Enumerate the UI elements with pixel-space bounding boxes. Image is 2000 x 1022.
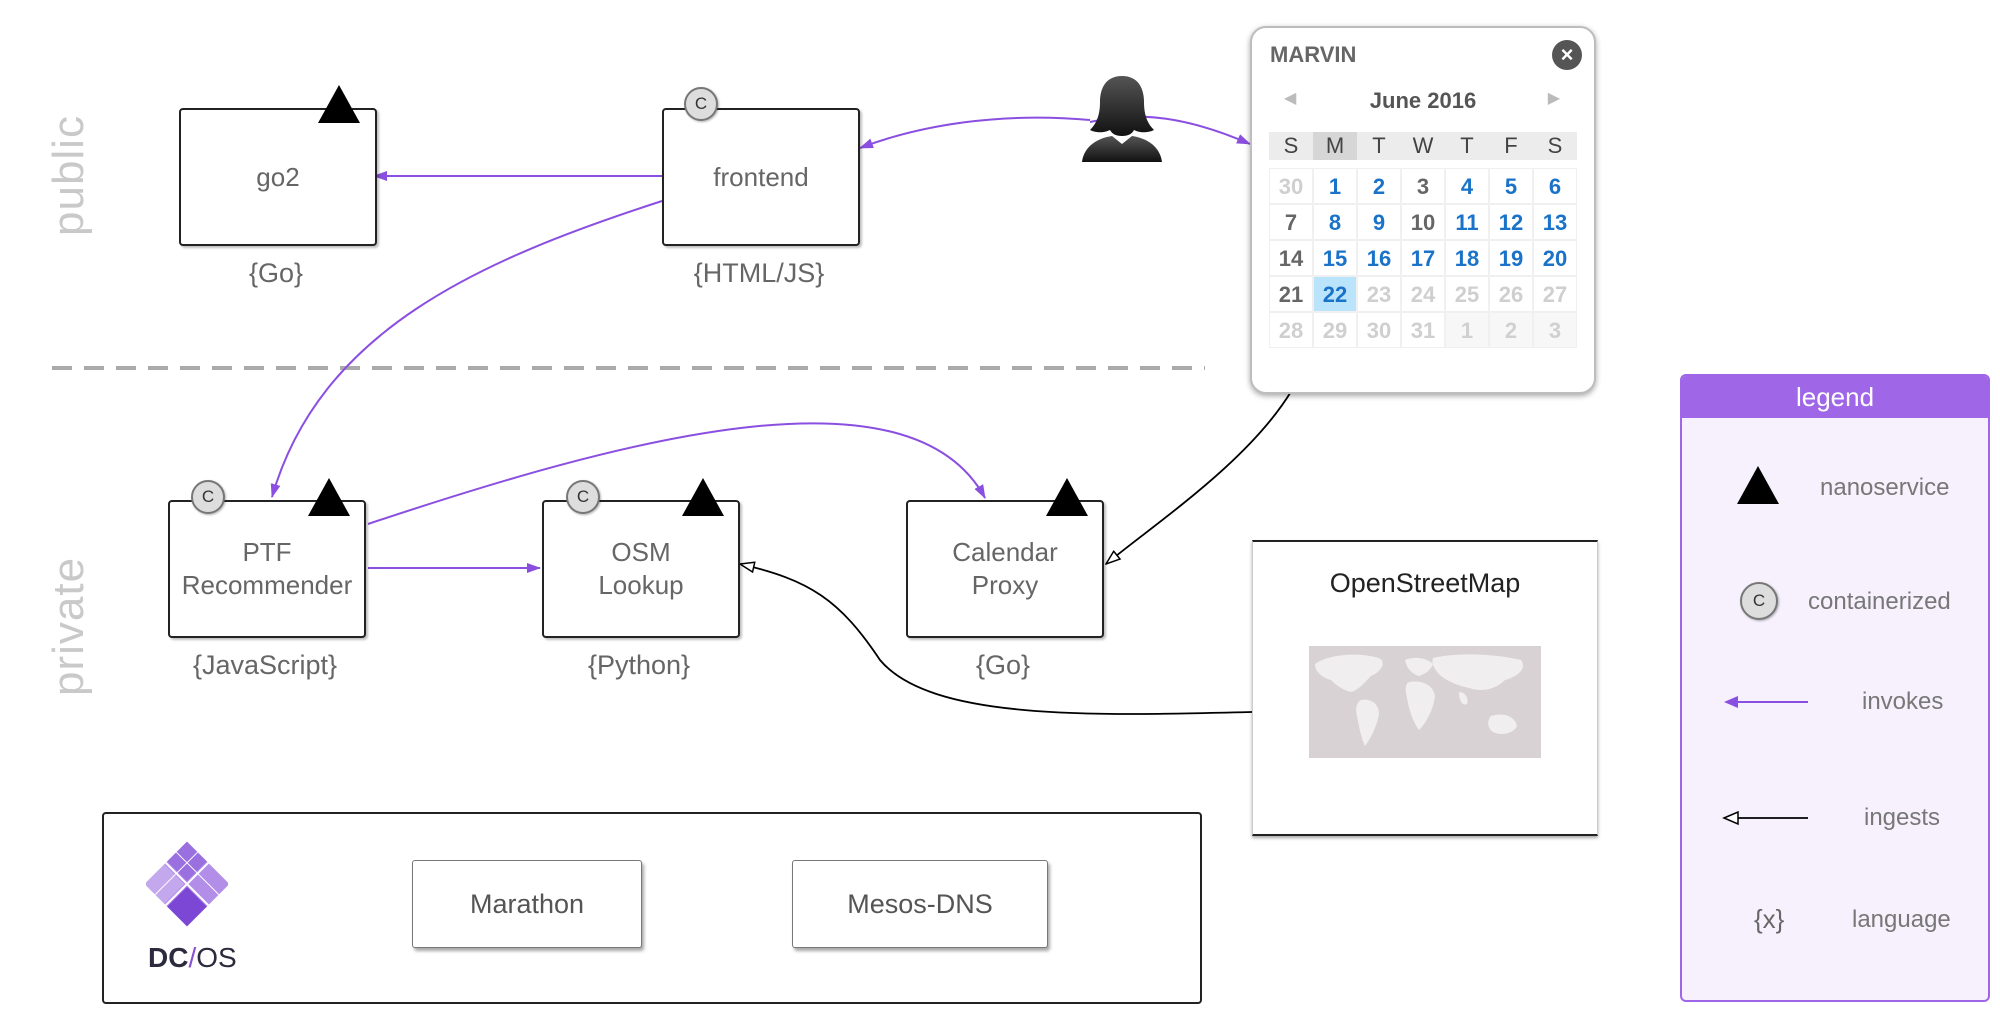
calendar-day[interactable]: 14 xyxy=(1269,240,1313,276)
calendar-day[interactable]: 25 xyxy=(1445,276,1489,312)
calendar-day[interactable]: 3 xyxy=(1533,312,1577,348)
service-osm-lookup[interactable]: OSM Lookup xyxy=(542,500,740,638)
service-osm-language: {Python} xyxy=(587,650,691,680)
calendar-day[interactable]: 18 xyxy=(1445,240,1489,276)
legend-title: legend xyxy=(1682,376,1988,418)
service-ptf-name: PTF Recommender xyxy=(181,537,353,600)
calendar-day[interactable]: 30 xyxy=(1357,312,1401,348)
calendar-day[interactable]: 17 xyxy=(1401,240,1445,276)
calendar-day[interactable]: 10 xyxy=(1401,204,1445,240)
dcos-logo-text: DC/OS xyxy=(148,942,237,974)
calendar-day[interactable]: 20 xyxy=(1533,240,1577,276)
calendar-weekday-header: F xyxy=(1489,132,1533,160)
service-osm-name: OSM Lookup xyxy=(598,537,684,600)
calendar-day[interactable]: 13 xyxy=(1533,204,1577,240)
calendar-day[interactable]: 3 xyxy=(1401,168,1445,204)
close-icon[interactable]: × xyxy=(1552,40,1582,70)
service-frontend-language: {HTML/JS} xyxy=(693,258,825,288)
containerized-icon: C xyxy=(1740,582,1778,620)
calendar-day[interactable]: 2 xyxy=(1489,312,1533,348)
calendar-day[interactable]: 23 xyxy=(1357,276,1401,312)
calendar-day[interactable]: 9 xyxy=(1357,204,1401,240)
service-go2[interactable]: go2 xyxy=(179,108,377,246)
calendar-weekday-header: W xyxy=(1401,132,1445,160)
calendar-day[interactable]: 27 xyxy=(1533,276,1577,312)
calendar-day[interactable]: 24 xyxy=(1401,276,1445,312)
nanoservice-icon xyxy=(318,85,360,123)
containerized-icon: C xyxy=(566,480,600,514)
openstreetmap-title: OpenStreetMap xyxy=(1329,568,1521,598)
dcos-logo-os: OS xyxy=(196,942,237,973)
ingests-arrow-icon xyxy=(1722,810,1808,826)
world-map-image xyxy=(1309,646,1541,758)
arrow-calendar-to-calproxy xyxy=(1106,389,1293,564)
nanoservice-icon xyxy=(1737,466,1779,504)
calendar-day[interactable]: 1 xyxy=(1445,312,1489,348)
calendar-weekday-header: S xyxy=(1533,132,1577,160)
service-ptf-language: {JavaScript} xyxy=(192,650,338,680)
service-calproxy-name: Calendar Proxy xyxy=(952,537,1058,600)
service-ptf-recommender[interactable]: PTF Recommender xyxy=(168,500,366,638)
arrow-ptf-to-calproxy xyxy=(367,422,986,525)
calendar-day[interactable]: 8 xyxy=(1313,204,1357,240)
legend-nanoservice-label: nanoservice xyxy=(1820,474,1950,501)
dcos-logo-slash: / xyxy=(188,942,197,973)
legend-invokes-label: invokes xyxy=(1862,688,1944,715)
calendar-day[interactable]: 26 xyxy=(1489,276,1533,312)
invokes-arrow-icon xyxy=(1724,696,1808,708)
calendar-day[interactable]: 31 xyxy=(1401,312,1445,348)
calendar-day[interactable]: 16 xyxy=(1357,240,1401,276)
user-icon xyxy=(1082,76,1162,162)
legend-containerized-label: containerized xyxy=(1808,588,1951,615)
arrow-user-to-frontend xyxy=(859,116,1091,149)
arrow-osm-to-osmlookup xyxy=(740,564,1253,715)
calendar-day[interactable]: 21 xyxy=(1269,276,1313,312)
calendar-day[interactable]: 2 xyxy=(1357,168,1401,204)
calendar-weekday-header: T xyxy=(1357,132,1401,160)
service-calproxy-language: {Go} xyxy=(975,650,1031,680)
calendar-day-today[interactable]: 22 xyxy=(1313,276,1357,312)
marathon-box[interactable]: Marathon xyxy=(412,860,642,948)
arrow-frontend-to-ptf xyxy=(270,200,663,498)
service-frontend-name: frontend xyxy=(713,161,809,192)
chevron-right-icon[interactable]: ▶ xyxy=(1547,90,1560,107)
containerized-icon: C xyxy=(684,87,718,121)
mesos-dns-box[interactable]: Mesos-DNS xyxy=(792,860,1048,948)
openstreetmap-panel: OpenStreetMap xyxy=(1252,540,1598,836)
calendar-weekday-header: M xyxy=(1313,132,1357,160)
calendar-day[interactable]: 29 xyxy=(1313,312,1357,348)
calendar-month: June 2016 xyxy=(1369,88,1477,113)
calendar-day[interactable]: 11 xyxy=(1445,204,1489,240)
calendar-day[interactable]: 5 xyxy=(1489,168,1533,204)
calendar-day[interactable]: 12 xyxy=(1489,204,1533,240)
legend-panel: legend nanoservice C containerized invok… xyxy=(1680,374,1990,1002)
calendar-weekday-header: T xyxy=(1445,132,1489,160)
service-calendar-proxy[interactable]: Calendar Proxy xyxy=(906,500,1104,638)
calendar-day[interactable]: 15 xyxy=(1313,240,1357,276)
calendar-day[interactable]: 7 xyxy=(1269,204,1313,240)
service-go2-name: go2 xyxy=(256,161,300,192)
service-go2-language: {Go} xyxy=(248,258,304,288)
nanoservice-icon xyxy=(1046,478,1088,516)
calendar-day[interactable]: 28 xyxy=(1269,312,1313,348)
dcos-logo-icon xyxy=(146,841,228,927)
containerized-icon: C xyxy=(191,480,225,514)
legend-language-label: language xyxy=(1852,906,1951,933)
nanoservice-icon xyxy=(308,478,350,516)
calendar-day[interactable]: 19 xyxy=(1489,240,1533,276)
calendar-day[interactable]: 30 xyxy=(1269,168,1313,204)
calendar-day[interactable]: 4 xyxy=(1445,168,1489,204)
legend-language-symbol: {x} xyxy=(1754,904,1785,934)
service-frontend[interactable]: frontend xyxy=(662,108,860,246)
nanoservice-icon xyxy=(682,478,724,516)
calendar-day[interactable]: 6 xyxy=(1533,168,1577,204)
calendar-title: MARVIN xyxy=(1270,42,1357,67)
calendar-weekday-header: S xyxy=(1269,132,1313,160)
dcos-logo-dc: DC xyxy=(148,942,189,973)
legend-ingests-label: ingests xyxy=(1864,804,1941,831)
chevron-left-icon[interactable]: ◀ xyxy=(1284,90,1297,107)
calendar-day[interactable]: 1 xyxy=(1313,168,1357,204)
